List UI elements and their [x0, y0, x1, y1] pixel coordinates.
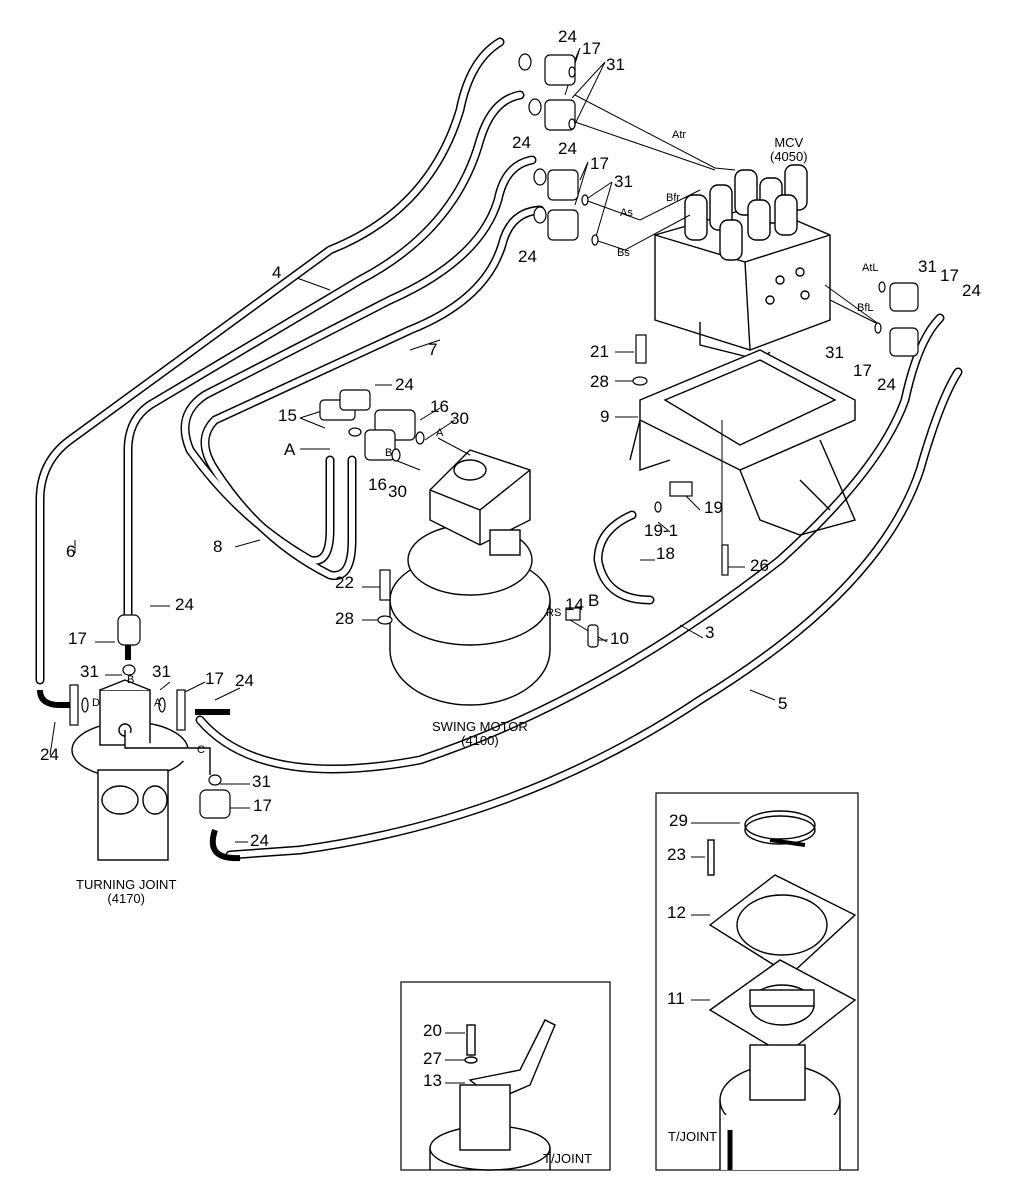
callout: 24 — [518, 247, 537, 266]
port-label: B — [127, 674, 135, 686]
callout: 7 — [428, 340, 438, 359]
callout: 9 — [600, 407, 610, 426]
callout: 24 — [512, 133, 531, 152]
fittings — [69, 53, 919, 819]
callout: 17 — [205, 669, 224, 688]
mcv-code: (4050) — [770, 149, 808, 164]
hoses — [35, 37, 963, 862]
swing-motor-code: (4100) — [461, 733, 499, 748]
port-label: Bfr — [666, 192, 681, 204]
callout: 10 — [610, 629, 629, 648]
callout: 31 — [918, 257, 937, 276]
port-label: RS — [546, 607, 562, 619]
detail-right-label: T/JOINT — [668, 1129, 718, 1144]
swing-motor-name: SWING MOTOR — [432, 719, 528, 734]
detail-box-left — [400, 981, 611, 1171]
mcv-label: MCV(4050) — [770, 136, 808, 164]
callout: 17 — [68, 629, 87, 648]
port-label: D — [92, 697, 100, 709]
port-label: Bs — [617, 247, 630, 259]
callout: 24 — [395, 375, 414, 394]
callout: 15 — [278, 406, 297, 425]
callout: 28 — [590, 372, 609, 391]
callout: 24 — [962, 281, 981, 300]
callout: 31 — [614, 172, 633, 191]
callout: 20 — [423, 1021, 442, 1040]
callout: 17 — [582, 39, 601, 58]
callout: 4 — [272, 263, 282, 282]
port-label: AtL — [862, 262, 879, 274]
callout: 14 — [565, 595, 584, 614]
callout: 6 — [66, 542, 76, 561]
callout: 17 — [940, 266, 959, 285]
callout: 31 — [825, 343, 844, 362]
callout: 17 — [590, 154, 609, 173]
port-label: B — [385, 447, 393, 459]
callout: 30 — [388, 482, 407, 501]
callout: 16 — [368, 475, 387, 494]
callout: 24 — [558, 139, 577, 158]
turning-joint-body — [71, 679, 211, 861]
callout: 30 — [450, 409, 469, 428]
callout: 24 — [250, 831, 269, 850]
port-label: C — [197, 744, 205, 756]
turning-joint-code: (4170) — [107, 891, 145, 906]
turning-joint-label: TURNING JOINT(4170) — [76, 878, 176, 906]
callout: 5 — [778, 694, 788, 713]
port-label: A — [154, 697, 162, 709]
callout: 29 — [669, 811, 688, 830]
mcv-name: MCV — [774, 135, 804, 150]
callout: 13 — [423, 1071, 442, 1090]
swing-motor-label: SWING MOTOR(4100) — [432, 720, 528, 748]
leader-lines — [49, 47, 881, 1084]
mcv-valve-body — [654, 164, 831, 361]
mcv-bracket — [629, 349, 856, 536]
callout: 11 — [667, 989, 685, 1008]
callout: 26 — [750, 556, 769, 575]
callout: 31 — [606, 55, 625, 74]
callout: 28 — [335, 609, 354, 628]
port-label: As — [620, 207, 633, 219]
callout: 23 — [667, 845, 686, 864]
callout: 18 — [656, 544, 675, 563]
port-label: Atr — [672, 129, 687, 141]
detail-box-right — [655, 792, 859, 1171]
callout: 17 — [253, 796, 272, 815]
callout: 19-1 — [644, 521, 679, 540]
callout: 3 — [705, 623, 715, 642]
callout: 24 — [175, 595, 194, 614]
callout: 21 — [590, 342, 609, 361]
callout: 24 — [235, 671, 254, 690]
callout: 17 — [853, 361, 872, 380]
callout: 31 — [252, 772, 271, 791]
callout: 16 — [430, 397, 449, 416]
port-label: A — [284, 440, 296, 459]
callout: 12 — [667, 903, 686, 922]
swing-motor-body — [389, 449, 551, 706]
hose-18 — [593, 510, 655, 605]
callout: 27 — [423, 1049, 442, 1068]
callout: 24 — [877, 375, 896, 394]
port-label: A — [436, 427, 444, 439]
callout: 8 — [213, 537, 223, 556]
detail-left-label: T/JOINT — [543, 1151, 593, 1166]
port-label: BfL — [857, 302, 874, 314]
callout: 24 — [558, 27, 577, 46]
callout: 22 — [335, 573, 354, 592]
callout: 31 — [80, 662, 99, 681]
port-label: B — [588, 591, 600, 610]
callout: 31 — [152, 662, 171, 681]
callout: 24 — [40, 745, 59, 764]
callout: 19 — [704, 498, 723, 517]
turning-joint-name: TURNING JOINT — [76, 877, 177, 892]
